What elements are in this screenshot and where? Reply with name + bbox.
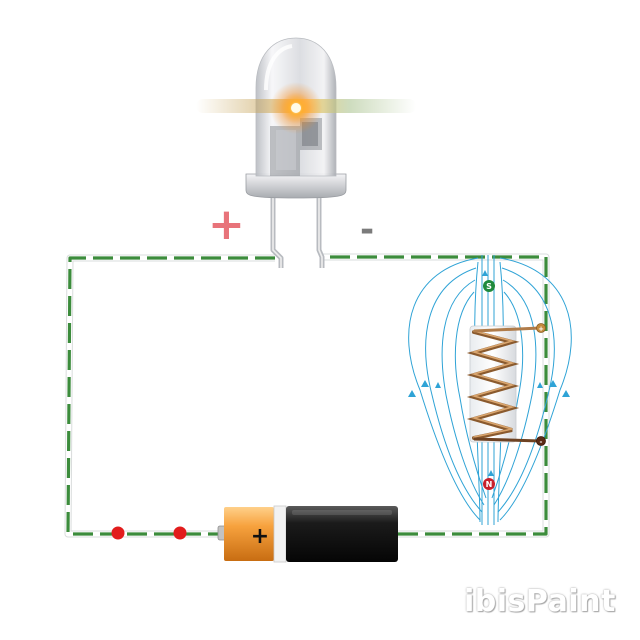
app-watermark: ibisPaint (464, 584, 616, 619)
led-anode-sign: + (208, 199, 245, 250)
battery: + (217, 505, 398, 563)
battery-orange-cap (224, 507, 274, 561)
magnetic-field-lines (408, 255, 572, 525)
electromagnet-coil: + - (466, 323, 546, 446)
led-rim (245, 173, 347, 199)
coil-minus-label: - (540, 438, 543, 446)
south-pole-badge (483, 280, 495, 292)
switch-contact-left (111, 526, 125, 540)
coil-plus-label: + (538, 325, 544, 333)
coil-minus-terminal (536, 436, 546, 446)
led-cathode-sign: - (360, 210, 375, 250)
switch-contact-right (173, 526, 187, 540)
north-pole-badge (483, 478, 495, 490)
battery-silver-band (273, 505, 287, 563)
south-pole-label: S (486, 282, 492, 291)
coil-plus-terminal (536, 323, 546, 333)
circuit-wire (64, 253, 550, 538)
led (196, 37, 416, 268)
battery-plus-sign: + (251, 524, 269, 549)
field-direction-arrows (408, 270, 570, 476)
north-pole-label: N (486, 480, 493, 489)
battery-black-body (286, 506, 398, 562)
